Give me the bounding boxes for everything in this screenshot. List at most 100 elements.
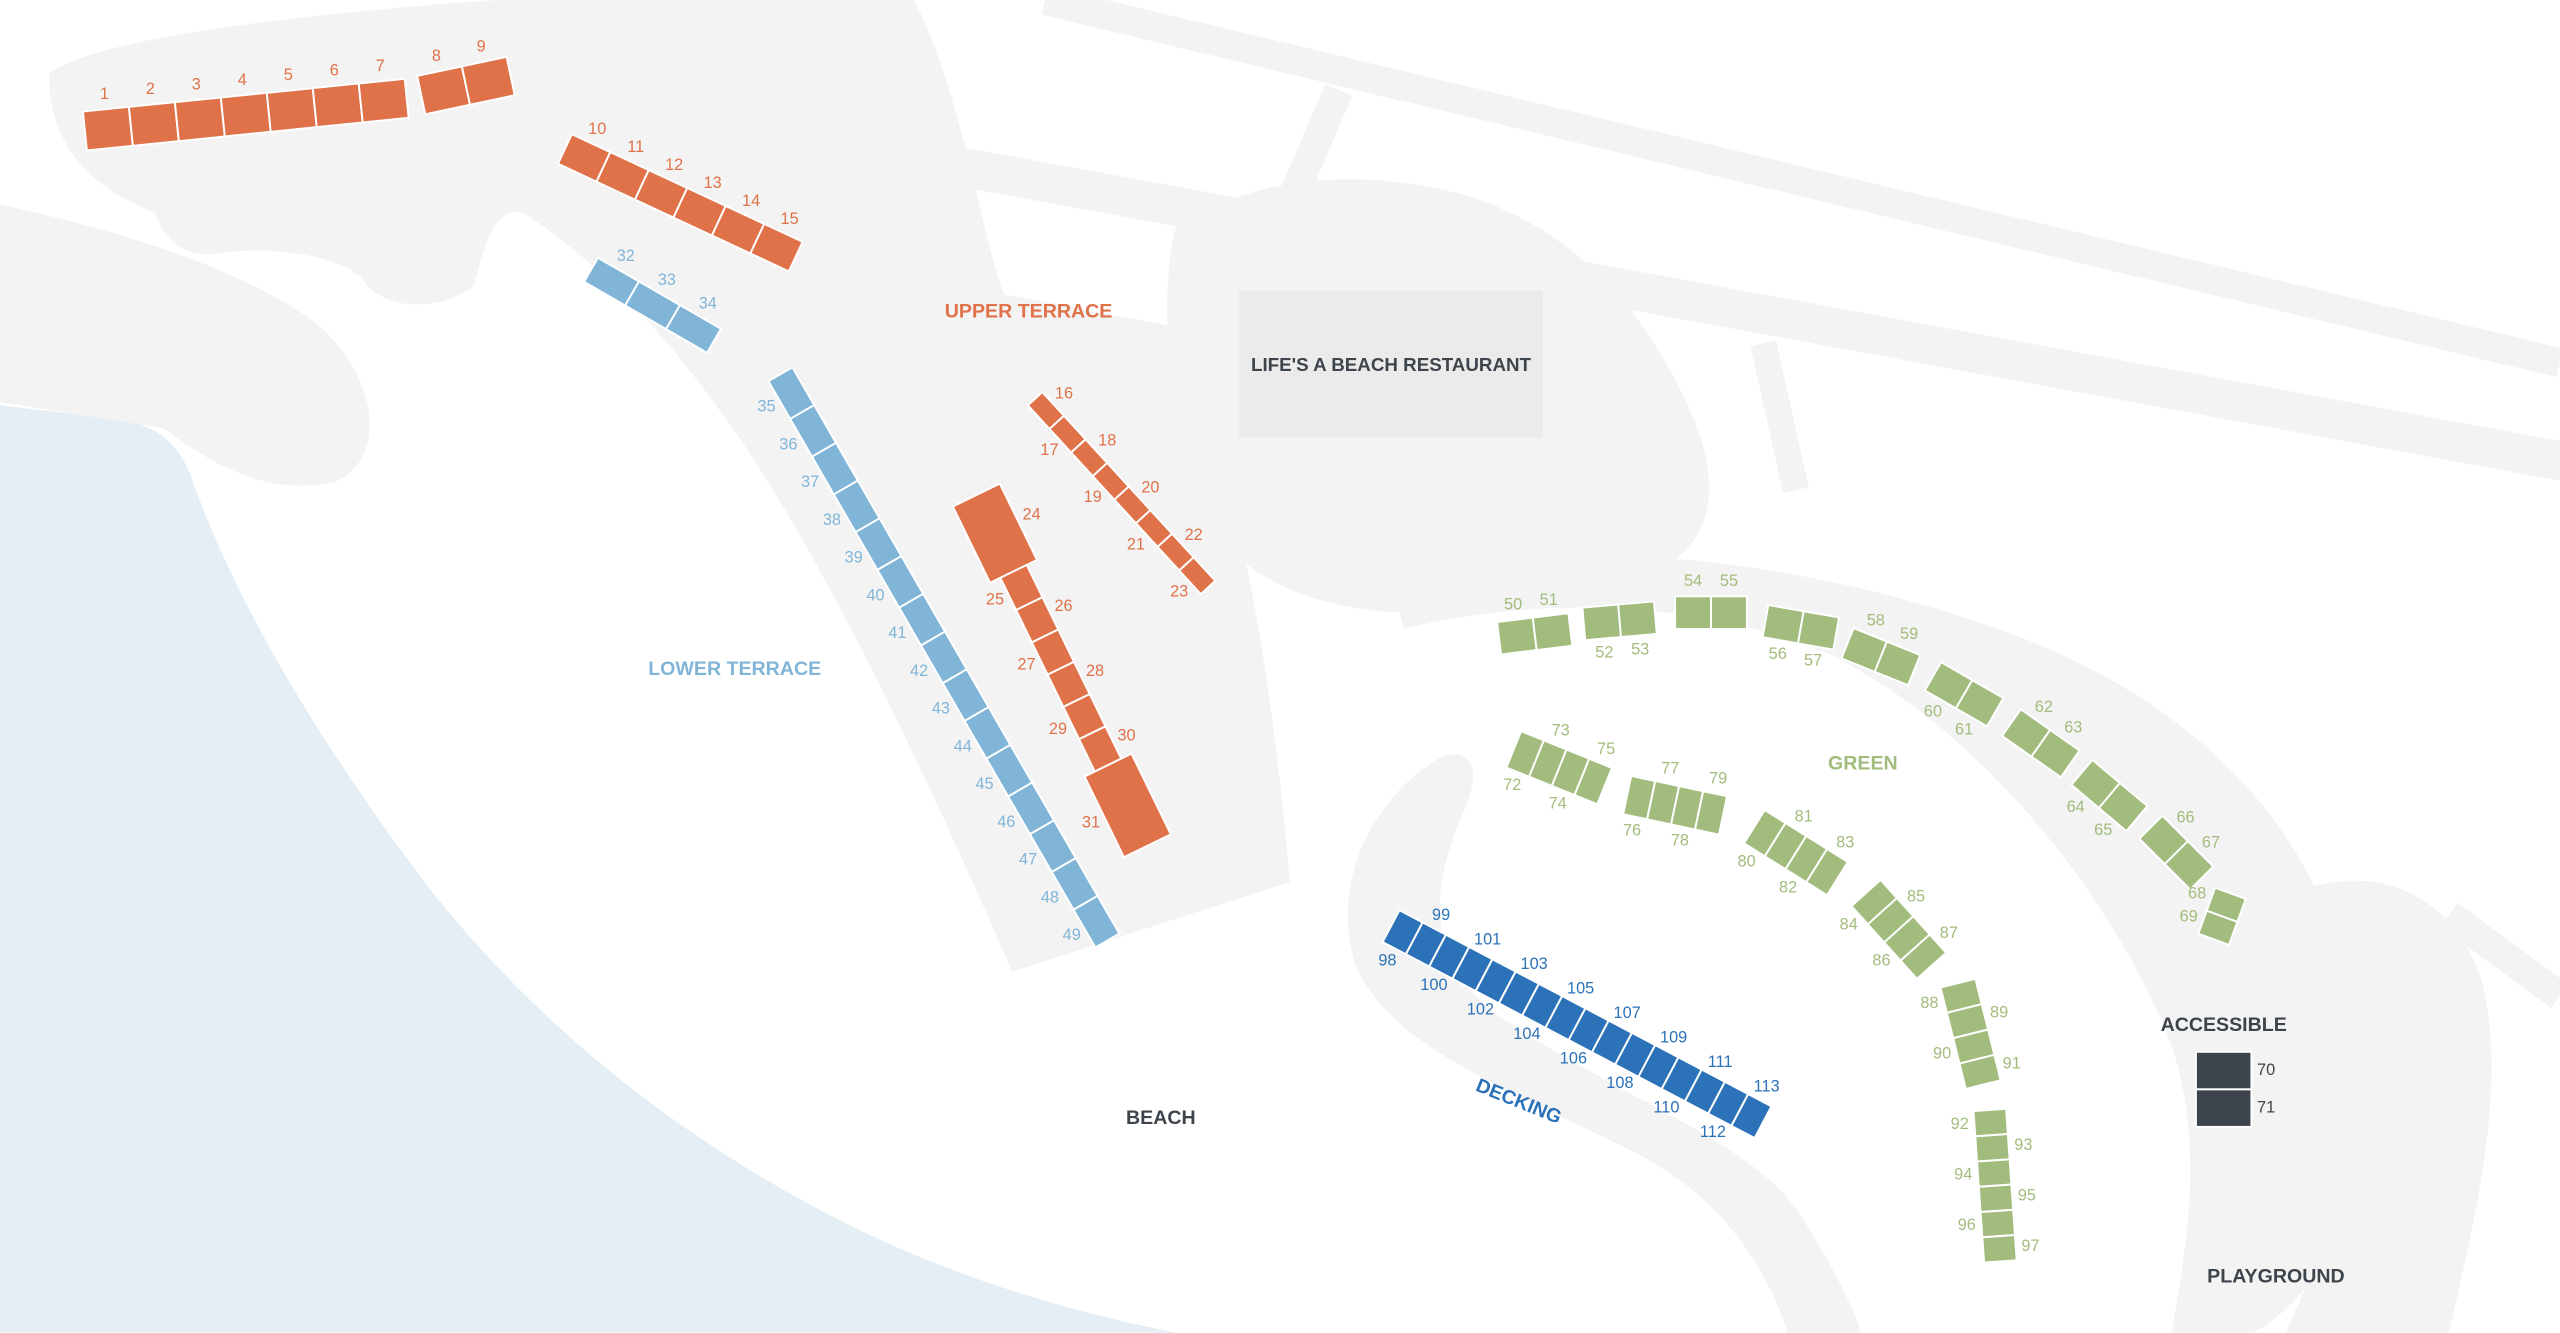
seat-42[interactable]: 42 <box>910 630 969 685</box>
seat-box[interactable] <box>1958 1053 2002 1091</box>
seat-box[interactable] <box>1804 847 1850 897</box>
seat-5[interactable]: 5 <box>265 66 318 133</box>
seat-85[interactable]: 85 <box>1866 888 1925 944</box>
seat-box[interactable] <box>219 91 272 138</box>
seat-33[interactable]: 33 <box>623 271 682 331</box>
seat-9[interactable]: 9 <box>460 38 516 106</box>
seat-box[interactable] <box>1976 1158 2013 1188</box>
seat-31[interactable]: 31 <box>1082 752 1173 859</box>
seat-74[interactable]: 74 <box>1549 748 1591 813</box>
seat-box[interactable] <box>311 82 364 129</box>
seat-63[interactable]: 63 <box>2030 718 2082 779</box>
seat-45[interactable]: 45 <box>975 743 1034 798</box>
seat-65[interactable]: 65 <box>2094 781 2149 839</box>
seat-box[interactable] <box>1083 752 1173 859</box>
seat-22[interactable]: 22 <box>1156 526 1203 572</box>
seat-box[interactable] <box>1693 790 1729 836</box>
seat-37[interactable]: 37 <box>801 441 860 496</box>
seat-95[interactable]: 95 <box>1977 1183 2036 1214</box>
seat-box[interactable] <box>1873 640 1922 687</box>
seat-box[interactable] <box>2197 909 2239 947</box>
seat-46[interactable]: 46 <box>997 781 1056 836</box>
seat-box[interactable] <box>1581 603 1623 642</box>
seat-box[interactable] <box>1531 612 1574 652</box>
seat-92[interactable]: 92 <box>1951 1107 2009 1138</box>
seat-52[interactable]: 52 <box>1581 603 1623 662</box>
seat-93[interactable]: 93 <box>1974 1133 2032 1163</box>
seat-87[interactable]: 87 <box>1899 924 1958 981</box>
seat-18[interactable]: 18 <box>1069 431 1116 478</box>
seat-box[interactable] <box>1495 616 1538 656</box>
seat-box[interactable] <box>1954 678 2005 728</box>
seat-box[interactable] <box>415 65 472 116</box>
seat-box[interactable] <box>1979 1208 2016 1239</box>
restaurant-building[interactable]: LIFE'S A BEACH RESTAURANT <box>1239 290 1543 438</box>
seat-49[interactable]: 49 <box>1063 894 1121 949</box>
seat-29[interactable]: 29 <box>1049 692 1107 741</box>
seat-box[interactable] <box>2163 839 2215 891</box>
seat-75[interactable]: 75 <box>1573 740 1616 806</box>
seat-box[interactable] <box>127 101 180 147</box>
seat-7[interactable]: 7 <box>357 57 410 124</box>
seat-34[interactable]: 34 <box>664 295 723 355</box>
seat-box[interactable] <box>1899 933 1948 981</box>
seat-91[interactable]: 91 <box>1958 1053 2021 1091</box>
seat-box[interactable] <box>173 96 226 143</box>
seat-96[interactable]: 96 <box>1958 1208 2016 1239</box>
seat-51[interactable]: 51 <box>1531 591 1574 652</box>
seat-111[interactable]: 111 <box>1683 1053 1733 1115</box>
seat-71[interactable]: 71 <box>2194 1088 2275 1128</box>
seat-box[interactable] <box>2194 1088 2253 1128</box>
seat-box[interactable] <box>1796 610 1841 651</box>
seat-21[interactable]: 21 <box>1127 508 1174 553</box>
seat-67[interactable]: 67 <box>2163 834 2220 891</box>
seat-86[interactable]: 86 <box>1872 914 1932 970</box>
seat-108[interactable]: 108 <box>1606 1031 1657 1092</box>
seat-97[interactable]: 97 <box>1981 1233 2040 1264</box>
seat-38[interactable]: 38 <box>823 479 881 534</box>
seat-57[interactable]: 57 <box>1796 610 1841 669</box>
seat-box[interactable] <box>460 55 516 106</box>
seat-20[interactable]: 20 <box>1112 479 1160 525</box>
seat-103[interactable]: 103 <box>1497 955 1548 1017</box>
seat-10[interactable]: 10 <box>556 120 612 183</box>
seat-54[interactable]: 54 <box>1674 572 1712 630</box>
seat-30[interactable]: 30 <box>1077 725 1136 773</box>
seat-79[interactable]: 79 <box>1693 770 1729 836</box>
seat-box[interactable] <box>1573 757 1614 806</box>
seat-box[interactable] <box>1617 600 1658 639</box>
seat-box[interactable] <box>2030 728 2081 779</box>
seat-83[interactable]: 83 <box>1804 833 1854 897</box>
seat-box[interactable] <box>357 77 410 124</box>
seat-box[interactable] <box>81 105 134 152</box>
seat-box[interactable] <box>1977 1183 2015 1214</box>
seat-55[interactable]: 55 <box>1710 572 1748 630</box>
seat-39[interactable]: 39 <box>845 516 903 572</box>
seat-box[interactable] <box>1981 1233 2018 1264</box>
seat-59[interactable]: 59 <box>1873 625 1922 687</box>
seat-15[interactable]: 15 <box>749 210 804 273</box>
seat-box[interactable] <box>265 87 318 133</box>
seat-box[interactable] <box>1674 595 1712 630</box>
seat-61[interactable]: 61 <box>1954 678 2005 738</box>
seat-box[interactable] <box>749 222 804 273</box>
seat-box[interactable] <box>1710 595 1748 630</box>
seat-82[interactable]: 82 <box>1779 834 1829 896</box>
seat-box[interactable] <box>664 303 723 355</box>
seat-78[interactable]: 78 <box>1669 784 1705 850</box>
seat-25[interactable]: 25 <box>986 563 1044 612</box>
seat-box[interactable] <box>2097 781 2149 833</box>
seat-box[interactable] <box>1761 603 1805 645</box>
seat-28[interactable]: 28 <box>1046 660 1105 709</box>
seat-box[interactable] <box>1972 1107 2009 1138</box>
seat-102[interactable]: 102 <box>1467 957 1517 1018</box>
seat-76[interactable]: 76 <box>1621 774 1657 840</box>
seat-113[interactable]: 113 <box>1730 1078 1780 1140</box>
seat-48[interactable]: 48 <box>1041 856 1099 912</box>
seat-box[interactable] <box>1974 1133 2011 1163</box>
seat-53[interactable]: 53 <box>1617 600 1658 658</box>
seat-box[interactable] <box>1730 1092 1773 1140</box>
seat-84[interactable]: 84 <box>1840 878 1899 933</box>
seat-13[interactable]: 13 <box>672 174 727 237</box>
seat-2[interactable]: 2 <box>127 80 180 147</box>
